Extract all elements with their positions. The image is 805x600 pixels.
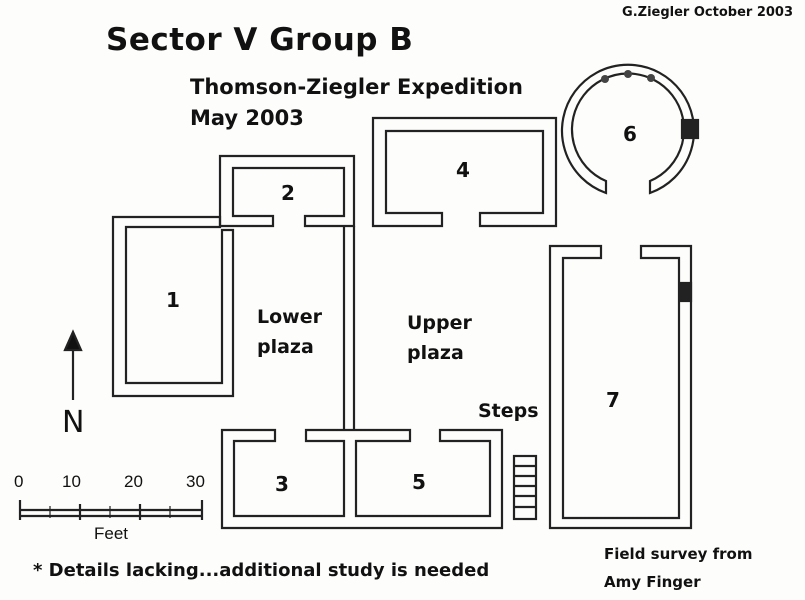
steps-label: Steps	[478, 400, 539, 422]
room-6-walls	[560, 63, 700, 195]
scale-tick-0: 0	[14, 472, 24, 491]
room-3-5-walls	[220, 428, 504, 530]
steps-drawing	[512, 454, 538, 521]
scale-tick-20: 20	[124, 472, 143, 491]
upper-plaza-line1: Upper	[407, 312, 472, 334]
room-4-walls	[371, 116, 558, 228]
expedition-name: Thomson-Ziegler Expedition	[190, 75, 523, 99]
upper-plaza-label: Upper plaza	[407, 308, 472, 368]
scale-tick-10: 10	[62, 472, 81, 491]
footnote: * Details lacking...additional study is …	[33, 560, 490, 581]
room-4-label: 4	[456, 158, 470, 182]
room-2-walls	[218, 154, 356, 228]
lower-plaza-line1: Lower	[257, 306, 322, 328]
room-7-walls	[548, 244, 693, 530]
room-6-label: 6	[623, 122, 637, 146]
plaza-divider-wall	[342, 226, 356, 430]
room-5-label: 5	[412, 470, 426, 494]
expedition-date: May 2003	[190, 106, 304, 130]
lower-plaza-label: Lower plaza	[257, 302, 322, 362]
lower-plaza-line2: plaza	[257, 336, 314, 358]
page-title: Sector V Group B	[106, 22, 414, 58]
scale-unit-label: Feet	[94, 524, 129, 543]
survey-credit: Field survey from Amy Finger	[604, 540, 752, 596]
survey-line2: Amy Finger	[604, 573, 701, 591]
upper-plaza-line2: plaza	[407, 342, 464, 364]
room-1-walls	[111, 215, 235, 398]
north-label: N	[62, 405, 85, 440]
room-2-label: 2	[281, 181, 295, 205]
scale-bar	[18, 500, 204, 520]
author-credit: G.Ziegler October 2003	[622, 5, 793, 20]
north-arrow-icon	[63, 329, 83, 400]
scale-tick-30: 30	[186, 472, 205, 491]
survey-line1: Field survey from	[604, 545, 753, 563]
room-3-label: 3	[275, 472, 289, 496]
room-7-label: 7	[606, 388, 620, 412]
expedition-info: Thomson-Ziegler Expedition May 2003	[190, 72, 523, 134]
room-1-label: 1	[166, 288, 180, 312]
